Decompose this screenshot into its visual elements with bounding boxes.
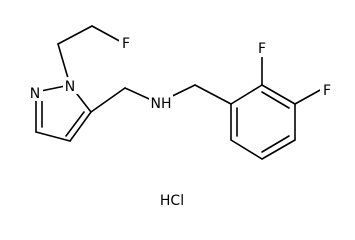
structure-canvas: N N F NH F F HCl [28,25,333,209]
atom-f2-label: F [258,41,266,57]
bond-c3-f [294,88,323,105]
bond-c2-c3 [261,84,296,105]
bond-ch2-ch2 [57,25,93,45]
atom-f3-label: F [323,83,331,99]
bond-c5-c4 [69,111,92,142]
bond-c4-c5 [261,139,296,160]
label-masks [28,34,333,112]
bond-c5-c6 [230,139,263,160]
bond-c2-c3-double [261,91,290,109]
fluoroethyl-chain [57,25,126,86]
salt-hcl-label: HCl [160,193,184,209]
molecule-structure: N N F NH F F HCl [28,25,333,209]
bond-c4-c3 [35,131,71,142]
bond-c5-c4-double [65,111,85,137]
atom-n2-label: N [30,86,40,102]
atom-n1-label: N [65,79,75,95]
bond-ch2-aryl [194,84,232,105]
atom-f-ethyl-label: F [122,36,130,52]
difluorophenyl-ring [230,51,323,160]
atom-labels: N N F NH F F HCl [30,36,331,209]
bond-c4-c5-double [261,135,290,153]
bond-c5-ch2 [90,87,126,113]
bond-c1-c2 [230,84,263,105]
atom-nh-label: NH [151,96,172,112]
